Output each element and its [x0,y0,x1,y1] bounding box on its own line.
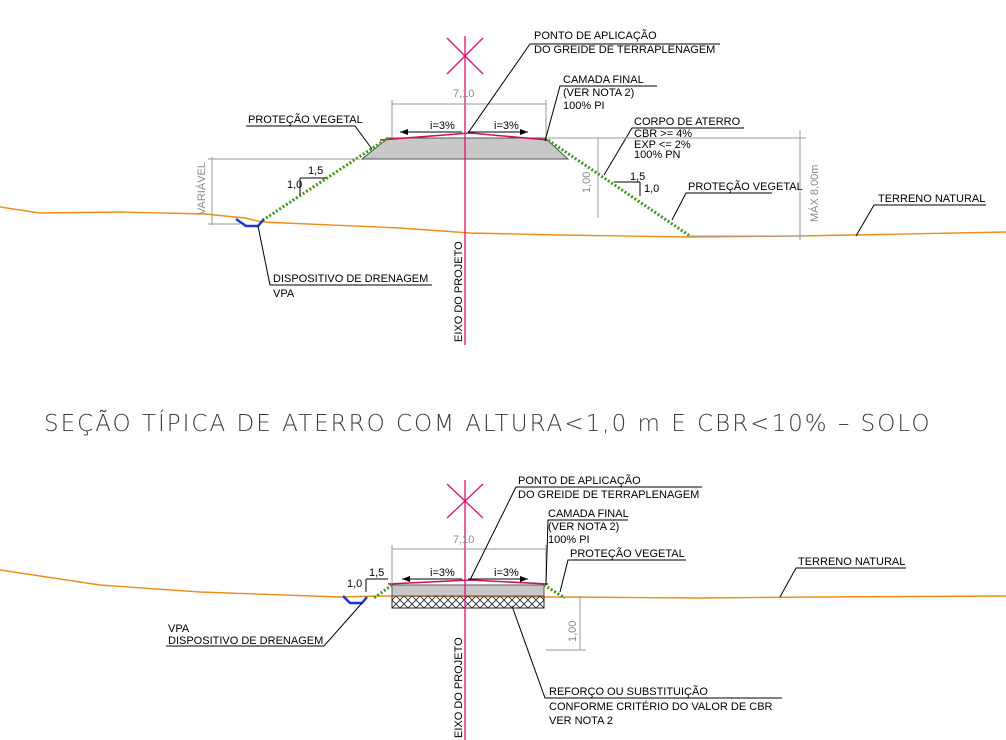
bottom-right-slope [543,583,566,600]
bottom-final-layer-label-3: 100% PI [548,534,590,546]
top-ratio-left-triangle [299,177,326,195]
top-natural-ground-left [0,206,1006,238]
top-one-meter-dimension [548,137,806,218]
top-max-dimension [690,130,806,240]
top-final-layer-label-3: 100% PI [563,100,605,112]
top-ratio-right-triangle [614,181,641,196]
bottom-reinforcement-label-3: VER NOTA 2 [549,715,613,727]
top-slope-arrows [400,129,528,135]
top-variable-label: VARIÁVEL [195,162,208,215]
bottom-ratio-h: 1,5 [369,567,384,579]
bottom-axis-marker-icon [446,483,484,519]
top-drainage-device [235,218,265,228]
top-max-label: MÁX 8,00m [808,165,821,222]
bottom-drainage-device [342,595,368,605]
top-axis-marker-icon [446,37,484,75]
top-ratio-right-h: 1,5 [630,171,645,183]
bottom-drainage-leader [166,602,363,647]
bottom-natural-ground-label: TERRENO NATURAL [798,556,905,568]
top-fill-body-leader [603,127,744,176]
top-veg-left-label: PROTEÇÃO VEGETAL [248,113,363,126]
top-application-leader [467,43,720,134]
bottom-reinforcement-label-1: REFORÇO OU SUBSTITUIÇÃO [549,685,708,698]
section-title: SEÇÃO TÍPICA DE ATERRO COM ALTURA<1,0 m … [44,409,932,437]
bottom-natural-ground-leader [779,567,906,598]
bottom-veg-leader [559,559,686,593]
top-ratio-left-h: 1,5 [308,165,323,177]
top-final-layer-label-2: (VER NOTA 2) [563,87,634,99]
top-natural-ground-label: TERRENO NATURAL [878,193,985,205]
top-axis-label: EIXO DO PROJETO [453,241,465,342]
bottom-natural-ground [0,569,1006,599]
top-fill-body-label-4: 100% PN [634,149,681,161]
top-width-label: 7,10 [453,88,474,100]
top-drainage-label-1: DISPOSITIVO DE DRENAGEM [273,273,428,285]
bottom-width-label: 7,10 [453,534,474,546]
bottom-application-label-1: PONTO DE APLICAÇÃO [518,474,641,487]
bottom-final-layer-label-1: CAMADA FINAL [548,508,629,520]
top-right-slope [544,136,691,238]
bottom-drainage-label-2: DISPOSITIVO DE DRENAGEM [168,635,323,647]
bottom-final-layer-label-2: (VER NOTA 2) [548,521,619,533]
bottom-ratio-triangle [365,578,388,592]
bottom-slope-left-label: i=3% [430,567,455,579]
top-fill-body-label-1: CORPO DE ATERRO [634,116,741,128]
bottom-final-layer-leader [545,519,628,586]
top-one-meter-label: 1,00 [581,172,593,193]
top-fill-body-label-2: CBR >= 4% [634,128,692,140]
bottom-axis-label: EIXO DO PROJETO [453,637,465,738]
top-slope-right-label: i=3% [494,120,519,132]
bottom-one-meter-dimension [546,596,586,651]
top-width-dimension [391,100,547,138]
top-fill-body-label-3: EXP <= 2% [634,139,691,151]
top-veg-right-leader [671,192,772,221]
bottom-reinforcement-layer [391,595,545,609]
top-left-slope [262,136,389,222]
top-crown-line [379,132,549,141]
top-variable-dimension [208,157,360,225]
top-drainage-leader [257,225,432,286]
bottom-section: 7,10 i=3% i=3% PONTO DE APLICAÇÃO DO GRE… [0,474,1006,740]
bottom-slope-right-label: i=3% [494,567,519,579]
bottom-reinforcement-leader [511,605,782,699]
top-ratio-right-v: 1,0 [644,183,659,195]
bottom-crown-line [387,579,549,585]
bottom-one-meter-label: 1,00 [567,621,579,642]
top-final-layer-label-1: CAMADA FINAL [563,74,644,86]
top-veg-right-label: PROTEÇÃO VEGETAL [688,180,803,193]
top-natural-ground-leader [855,204,986,237]
bottom-application-leader [469,486,702,581]
top-ratio-left-v: 1,0 [287,179,302,191]
top-slope-left-label: i=3% [430,120,455,132]
top-drainage-label-2: VPA [273,288,295,300]
top-final-layer-leader [544,85,657,142]
top-section: 7,10 i=3% i=3% PONTO DE APLICAÇÃO DO GRE… [0,29,1006,345]
bottom-reinforcement-label-2: CONFORME CRITÉRIO DO VALOR DE CBR [549,700,773,713]
bottom-slope-arrows [402,576,528,582]
bottom-veg-label: PROTEÇÃO VEGETAL [570,547,685,560]
top-application-label-2: DO GREIDE DE TERRAPLENAGEM [534,44,715,56]
bottom-fill-body [391,584,545,597]
bottom-application-label-2: DO GREIDE DE TERRAPLENAGEM [518,489,699,501]
top-application-label-1: PONTO DE APLICAÇÃO [534,29,657,42]
top-veg-left-leader [246,125,373,150]
bottom-ratio-v: 1,0 [347,578,362,590]
bottom-drainage-label-1: VPA [168,623,190,635]
